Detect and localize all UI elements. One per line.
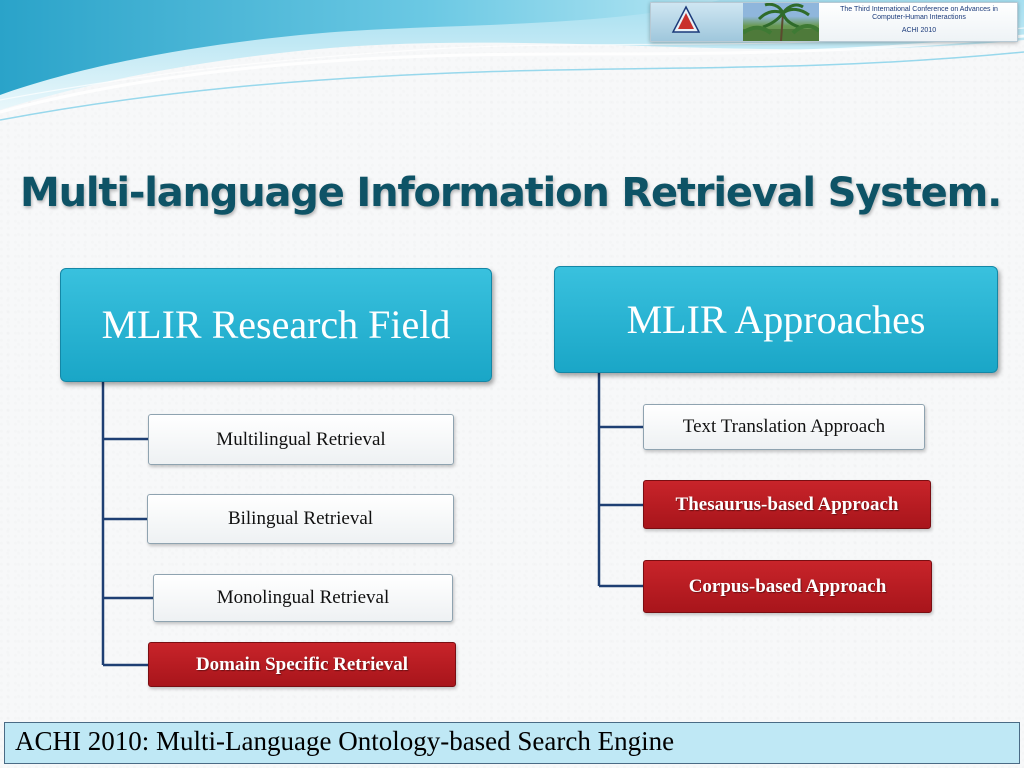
banner-line-3: ACHI 2010 — [901, 27, 937, 34]
node-multilingual-retrieval: Multilingual Retrieval — [148, 414, 454, 465]
mlir-approaches-header: MLIR Approaches — [554, 266, 998, 373]
banner-line-2: Computer-Human Interactions — [872, 14, 966, 21]
slide-title: Multi-language Information Retrieval Sys… — [20, 170, 1002, 216]
node-monolingual-retrieval: Monolingual Retrieval — [153, 574, 453, 622]
node-text-translation-approach: Text Translation Approach — [643, 404, 925, 450]
node-domain-specific-retrieval: Domain Specific Retrieval — [148, 642, 456, 687]
node-corpus-based-approach: Corpus-based Approach — [643, 560, 932, 613]
footer-bar: ACHI 2010: Multi-Language Ontology-based… — [4, 722, 1020, 764]
banner-line-1: The Third International Conference on Ad… — [840, 6, 998, 13]
conference-banner: The Third International Conference on Ad… — [650, 2, 1018, 42]
mlir-research-field-header: MLIR Research Field — [60, 268, 492, 382]
iaria-logo-icon — [671, 5, 701, 33]
node-bilingual-retrieval: Bilingual Retrieval — [147, 494, 454, 544]
footer-text: ACHI 2010: Multi-Language Ontology-based… — [15, 726, 675, 756]
palm-tree-image-icon — [743, 3, 819, 41]
banner-text: The Third International Conference on Ad… — [821, 6, 1017, 35]
photo-panel — [743, 3, 819, 41]
node-thesaurus-based-approach: Thesaurus-based Approach — [643, 480, 931, 529]
logo-panel — [651, 3, 743, 41]
